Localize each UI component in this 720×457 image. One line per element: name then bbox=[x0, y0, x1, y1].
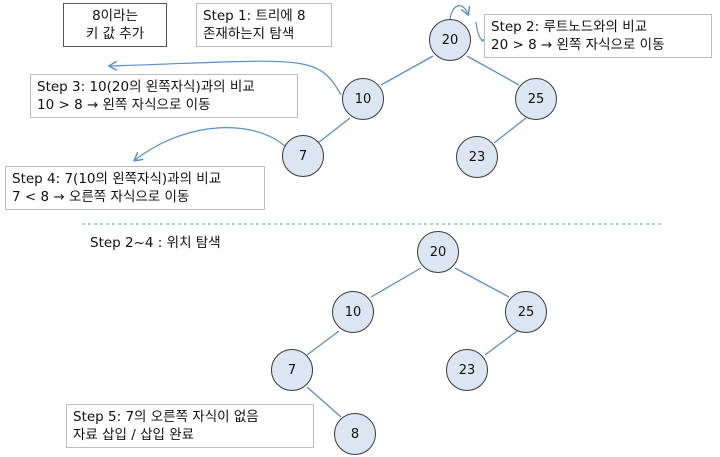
bottom-node-right: 25 bbox=[505, 291, 547, 333]
edge-20-25-bottom bbox=[454, 267, 510, 298]
step1-box: Step 1: 트리에 8 존재하는지 탐색 bbox=[196, 3, 332, 47]
bottom-node-root: 20 bbox=[417, 231, 459, 273]
edge-20-10-bottom bbox=[370, 267, 422, 298]
step4-line-1: Step 4: 7(10의 왼쪽자식)과의 비교 bbox=[12, 171, 222, 187]
edge-25-23-top bbox=[493, 117, 527, 144]
step4-line-2: 7 < 8 → 오른쪽 자식으로 이동 bbox=[12, 189, 190, 205]
bottom-node-inserted-8: 8 bbox=[334, 413, 376, 455]
top-node-right: 25 bbox=[515, 78, 557, 120]
step4-box: Step 4: 7(10의 왼쪽자식)과의 비교 7 < 8 → 오른쪽 자식으… bbox=[5, 166, 265, 210]
edge-25-23-bottom bbox=[484, 330, 518, 356]
step5-line-1: Step 5: 7의 오른쪽 자식이 없음 bbox=[73, 409, 259, 425]
top-node-left-left: 7 bbox=[282, 135, 324, 177]
top-node-left: 10 bbox=[342, 78, 384, 120]
step24-label: Step 2~4 : 위치 탐색 bbox=[90, 235, 221, 251]
step3-line-1: Step 3: 10(20의 왼쪽자식)과의 비교 bbox=[37, 79, 255, 95]
bottom-node-left-left: 7 bbox=[271, 349, 313, 391]
title-box: 8이라는 키 값 추가 bbox=[63, 3, 167, 47]
title-line-2: 키 값 추가 bbox=[85, 26, 145, 42]
edge-7-8-bottom bbox=[306, 386, 342, 418]
top-node-root: 20 bbox=[429, 19, 471, 61]
step2-line-1: Step 2: 루트노드와의 비교 bbox=[491, 19, 648, 35]
title-line-1: 8이라는 bbox=[92, 8, 138, 24]
step2-box: Step 2: 루트노드와의 비교 20 > 8 → 왼쪽 자식으로 이동 bbox=[484, 14, 712, 58]
arrow-step1 bbox=[449, 5, 468, 20]
edge-20-10-top bbox=[380, 55, 434, 86]
step2-line-2: 20 > 8 → 왼쪽 자식으로 이동 bbox=[491, 37, 665, 53]
step3-box: Step 3: 10(20의 왼쪽자식)과의 비교 10 > 8 → 왼쪽 자식… bbox=[30, 74, 298, 118]
arrow-step3 bbox=[110, 60, 342, 96]
bottom-node-right-left: 23 bbox=[446, 349, 488, 391]
step1-line-2: 존재하는지 탐색 bbox=[203, 26, 295, 42]
edge-10-7-bottom bbox=[306, 330, 340, 356]
step1-line-1: Step 1: 트리에 8 bbox=[203, 8, 306, 24]
bottom-node-left: 10 bbox=[332, 291, 374, 333]
top-node-right-left: 23 bbox=[456, 136, 498, 178]
edge-20-25-top bbox=[466, 55, 520, 86]
edge-10-7-top bbox=[317, 117, 351, 144]
step5-box: Step 5: 7의 오른쪽 자식이 없음 자료 삽입 / 삽입 완료 bbox=[66, 404, 314, 448]
arrow-step4 bbox=[135, 127, 288, 160]
step3-line-2: 10 > 8 → 왼쪽 자식으로 이동 bbox=[37, 97, 211, 113]
step5-line-2: 자료 삽입 / 삽입 완료 bbox=[73, 427, 195, 443]
